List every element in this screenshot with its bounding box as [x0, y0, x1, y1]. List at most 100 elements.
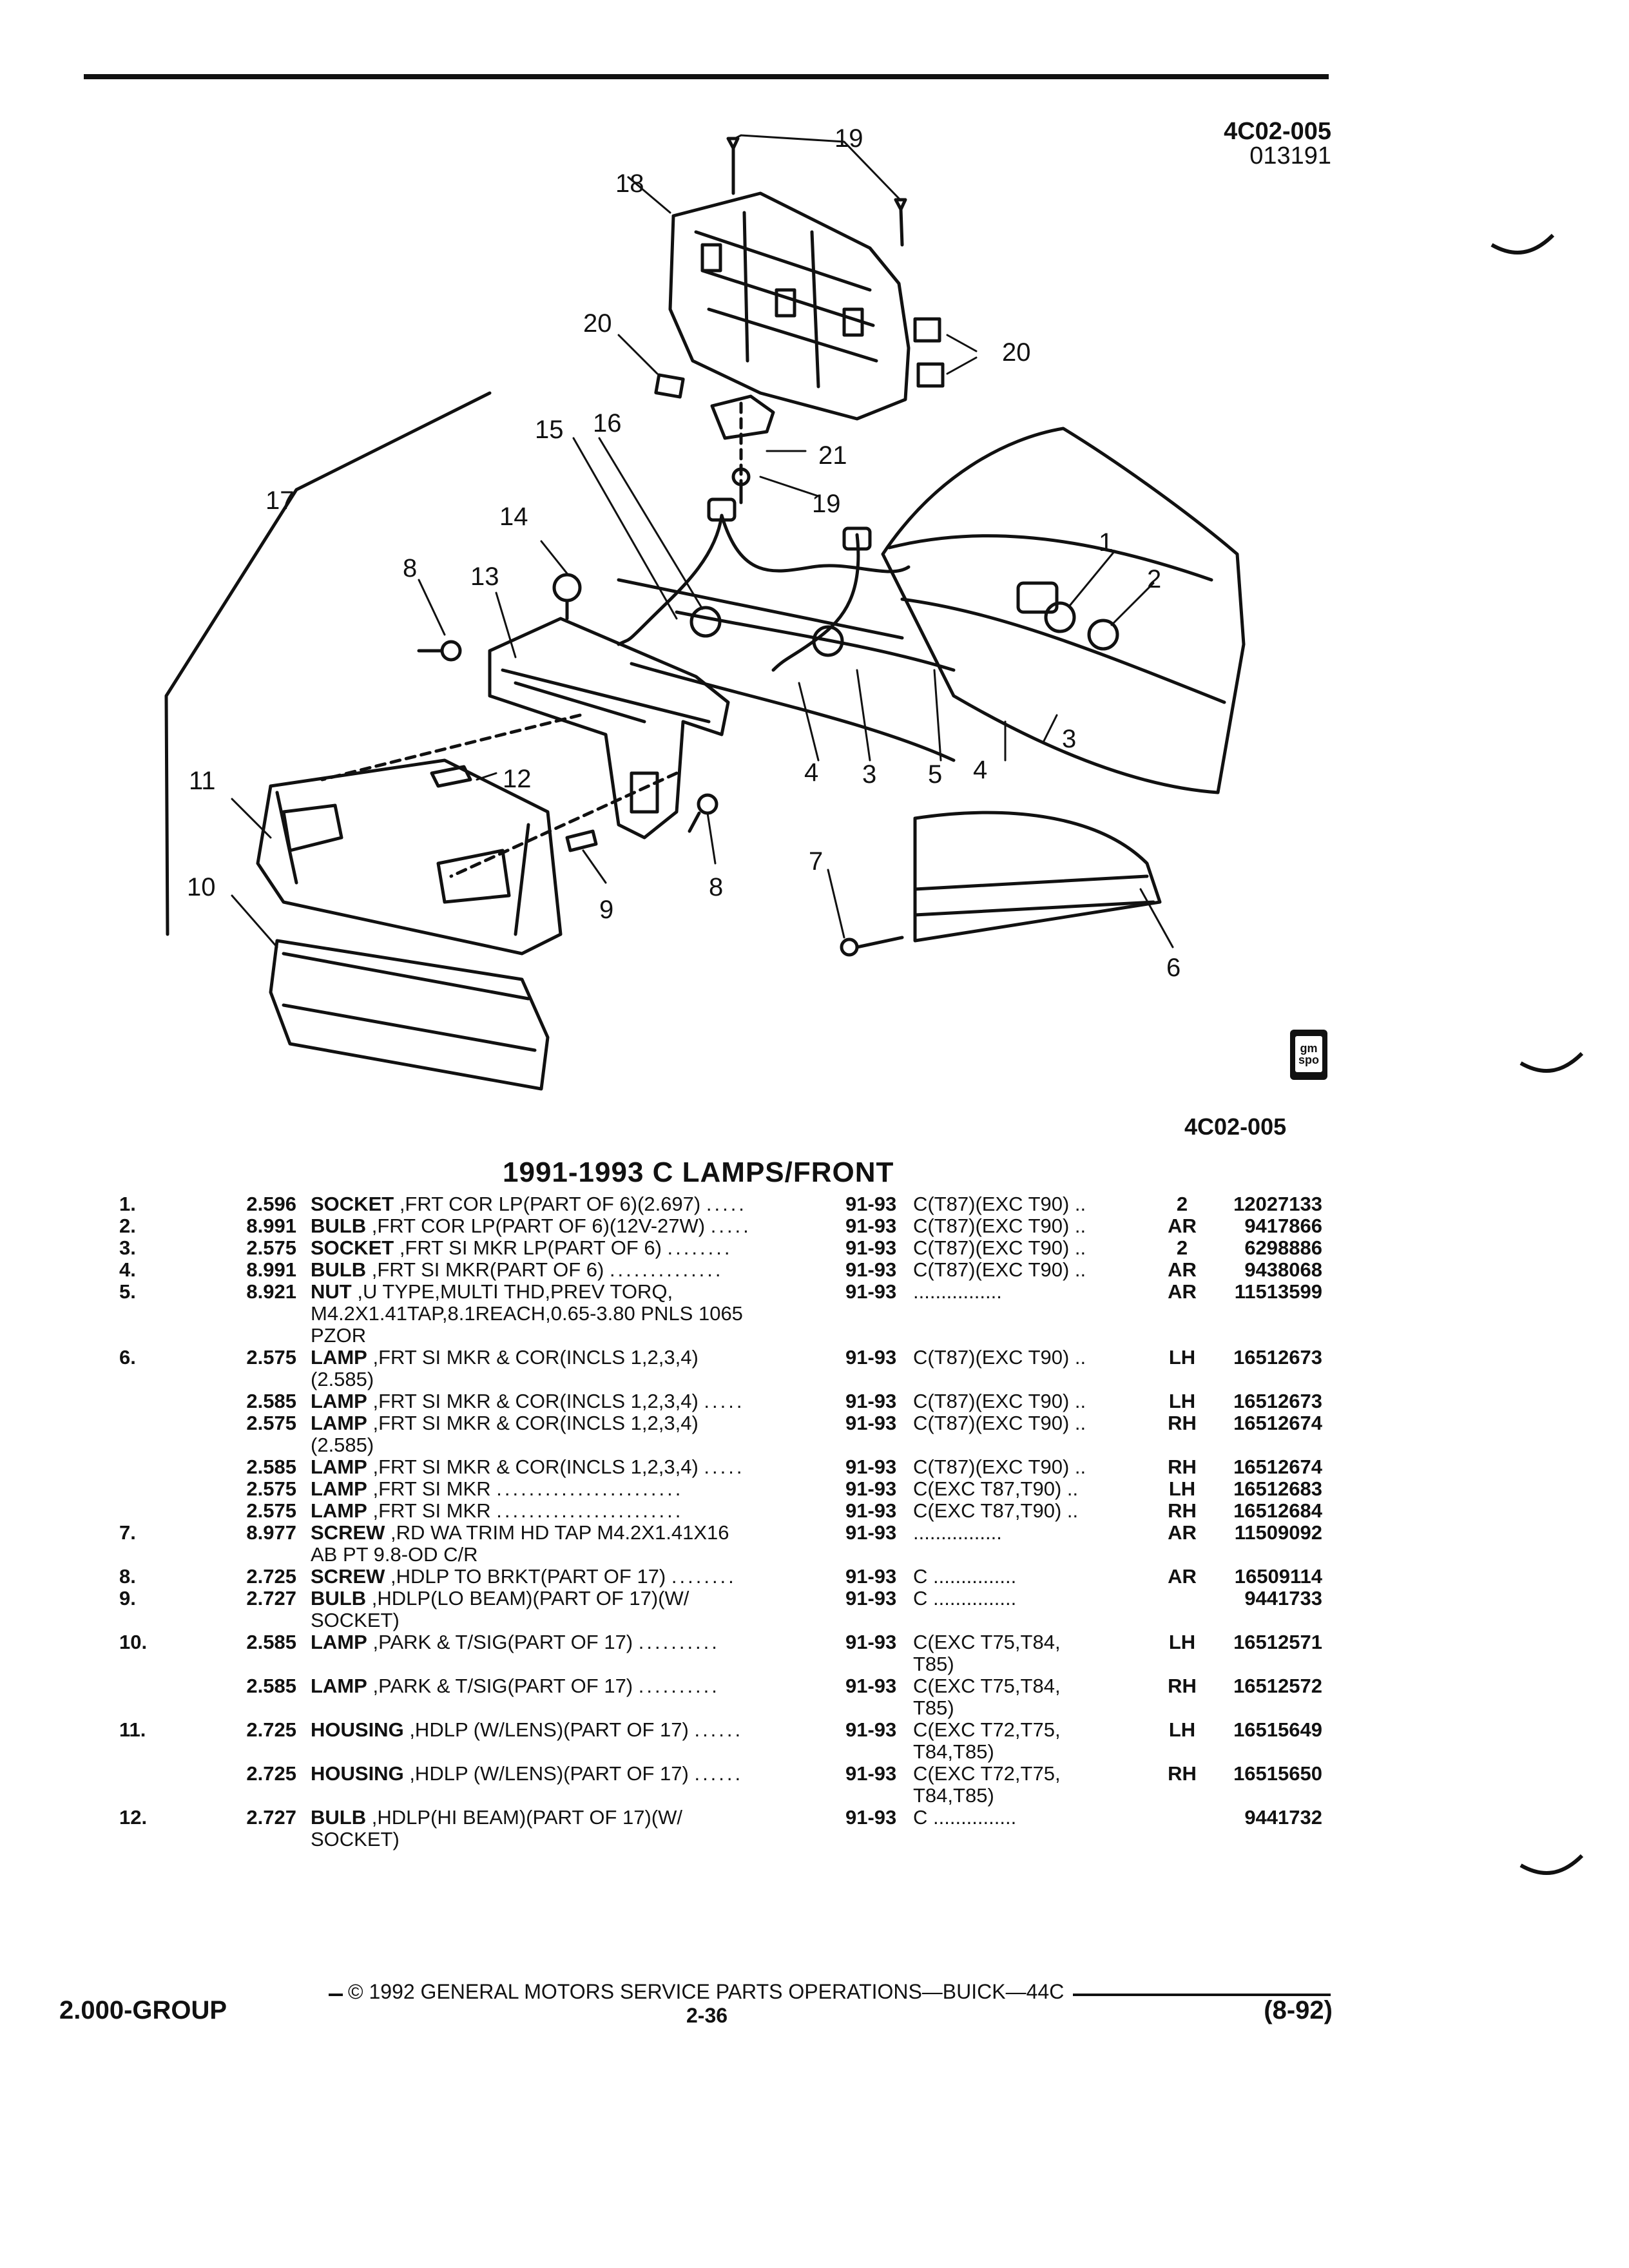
part-number: 9417866 [1244, 1215, 1322, 1237]
part-number: 16512683 [1233, 1477, 1322, 1500]
group-number: 2.585 [246, 1631, 296, 1653]
series-line: C(T87)(EXC T90) .. [913, 1215, 1086, 1237]
group-number: 2.596 [246, 1193, 296, 1215]
quantity: RH [1168, 1675, 1197, 1697]
series-usage: C ............... [907, 1588, 1158, 1631]
part-description: BULB ,FRT COR LP(PART OF 6)(12V-27W) ...… [311, 1215, 845, 1237]
item-number: 6. [119, 1346, 136, 1369]
model-years: 91-93 [845, 1412, 897, 1434]
callout-label: 12 [503, 765, 532, 793]
part-number: 16512571 [1233, 1631, 1322, 1653]
series-usage: C(T87)(EXC T90) .. [907, 1347, 1158, 1390]
quantity: LH [1168, 1390, 1196, 1412]
callout-label: 11 [189, 767, 216, 795]
callout-label: 14 [499, 503, 528, 531]
description-line: ,FRT SI MKR & COR(INCLS 1,2,3,4) [372, 1456, 699, 1478]
callout-labels: 19 18 20 20 15 16 21 17 19 14 8 13 1 2 4… [187, 124, 1181, 982]
callout-label: 8 [709, 873, 723, 901]
callout-label: 13 [470, 562, 499, 591]
group-number: 2.725 [246, 1718, 296, 1741]
group-number: 8.977 [246, 1521, 296, 1544]
item-number [119, 1390, 222, 1412]
park-lamp [269, 939, 550, 1091]
item-number: 1. [119, 1193, 136, 1215]
callout-label: 3 [862, 760, 876, 789]
item-number: 5. [119, 1280, 136, 1303]
quantity: AR [1168, 1215, 1197, 1237]
quantity: AR [1168, 1565, 1197, 1588]
quantity: RH [1168, 1456, 1197, 1478]
part-number: 9441733 [1244, 1587, 1322, 1610]
dot-leader: .............. [609, 1258, 724, 1281]
callout-label: 4 [973, 756, 987, 784]
series-usage: ................ [907, 1281, 1158, 1347]
series-usage: C(EXC T75,T84,T85) [907, 1675, 1158, 1719]
series-line: C(EXC T87,T90) .. [913, 1499, 1079, 1522]
item-number [119, 1412, 222, 1456]
series-line: C(EXC T87,T90) .. [913, 1477, 1079, 1500]
description-line: ,HDLP(HI BEAM)(PART OF 17)(W/ [371, 1806, 683, 1829]
ref-code-sub: 013191 [1249, 142, 1331, 169]
callout-label: 2 [1147, 565, 1161, 593]
dot-leader: ..... [704, 1390, 745, 1412]
fender-outline [881, 427, 1246, 794]
binder-mark [1519, 1052, 1584, 1073]
item-number [119, 1675, 222, 1719]
group-number: 2.575 [246, 1499, 296, 1522]
part-number: 16512674 [1233, 1456, 1322, 1478]
description-line: ,FRT SI MKR & COR(INCLS 1,2,3,4) [372, 1412, 699, 1434]
callout-label: 20 [1002, 338, 1031, 367]
callout-label: 10 [187, 873, 216, 901]
model-years: 91-93 [845, 1258, 897, 1281]
part-description: LAMP ,FRT SI MKR ....................... [311, 1478, 845, 1500]
group-number: 8.921 [246, 1280, 296, 1303]
model-years: 91-93 [845, 1587, 897, 1610]
item-number: 12. [119, 1806, 148, 1829]
series-usage: C(EXC T87,T90) .. [907, 1478, 1158, 1500]
part-number: 16512673 [1233, 1346, 1322, 1369]
group-number: 2.725 [246, 1762, 296, 1785]
callout-label: 17 [265, 486, 294, 515]
callout-label: 6 [1166, 954, 1181, 982]
series-line: C(T87)(EXC T90) .. [913, 1346, 1086, 1369]
group-number: 2.727 [246, 1806, 296, 1829]
part-name: LAMP [311, 1390, 367, 1412]
part-number: 11509092 [1234, 1521, 1322, 1544]
dot-leader: ..... [706, 1193, 747, 1215]
quantity: RH [1168, 1762, 1197, 1785]
model-years: 91-93 [845, 1806, 897, 1829]
group-number: 2.575 [246, 1412, 296, 1434]
model-years: 91-93 [845, 1675, 897, 1697]
part-name: LAMP [311, 1346, 367, 1369]
dot-leader: ....................... [496, 1499, 684, 1522]
side-marker-lamp [913, 811, 1162, 943]
part-number: 9441732 [1244, 1806, 1322, 1829]
part-number: 16509114 [1234, 1565, 1322, 1588]
part-description: SOCKET ,FRT SI MKR LP(PART OF 6) .......… [311, 1237, 845, 1259]
ref-code-main: 4C02-005 [1224, 118, 1331, 145]
quantity: LH [1168, 1477, 1196, 1500]
gm-spo-logo: gm spo [1290, 1030, 1327, 1080]
reference-code: 4C02-005 013191 [1224, 119, 1331, 168]
dot-leader: ...... [694, 1718, 744, 1741]
description-line: PZOR [311, 1324, 367, 1347]
quantity: AR [1168, 1280, 1197, 1303]
series-usage: C(T87)(EXC T90) .. [907, 1390, 1158, 1412]
part-name: BULB [311, 1258, 367, 1281]
series-line: C ............... [913, 1587, 1017, 1610]
item-number: 9. [119, 1587, 136, 1610]
series-usage: ................ [907, 1522, 1158, 1566]
item-number [119, 1763, 222, 1807]
part-name: HOUSING [311, 1718, 404, 1741]
part-description: LAMP ,FRT SI MKR & COR(INCLS 1,2,3,4)(2.… [311, 1412, 845, 1456]
binder-mark [1519, 1854, 1584, 1875]
item-number: 8. [119, 1565, 136, 1588]
group-number: 2.725 [246, 1565, 296, 1588]
